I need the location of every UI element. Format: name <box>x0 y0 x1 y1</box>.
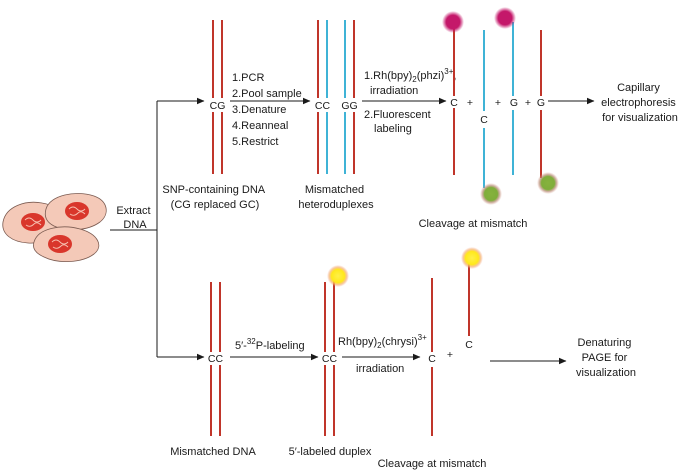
cleavage-label-bottom: Cleavage at mismatch <box>378 458 487 470</box>
extract-dna-label: Extract DNA <box>116 205 153 231</box>
labeled-duplex: CC <box>322 265 349 436</box>
labeling-step-label: 5′-32P-labeling <box>235 337 305 352</box>
branch-connector <box>110 97 205 361</box>
fragment-g1: G <box>510 97 518 109</box>
mismatched-duplex-bases: CC <box>208 353 224 365</box>
irradiation-top-label: irradiation <box>370 85 418 97</box>
labeled-duplex-caption: 5′-labeled duplex <box>289 446 372 458</box>
yellow-label-dot <box>461 247 483 269</box>
heteroduplex-bases-right: GG <box>341 100 357 112</box>
snp-dna-caption: SNP-containing DNA (CG replaced GC) <box>162 184 267 211</box>
snp-duplex: CG <box>210 20 226 174</box>
fragment-c2: C <box>480 114 488 126</box>
cell-icon <box>33 226 100 262</box>
heteroduplex-pair: CC GG <box>315 20 358 174</box>
mismatched-duplex: CC <box>208 282 224 436</box>
fragment-c1: C <box>450 97 458 109</box>
plus-sign: + <box>495 97 501 109</box>
heteroduplex-bases-left: CC <box>315 100 331 112</box>
capillary-result-label: Capillary electrophoresis for visualizat… <box>601 82 679 124</box>
irradiation-bottom-label: irradiation <box>356 363 404 375</box>
reagent-bottom-label: Rh(bpy)2(chrysi)3+ <box>338 333 427 350</box>
reagent-top-label: 1.Rh(bpy)2(phzi)3+, <box>364 67 456 84</box>
plus-sign: + <box>467 97 473 109</box>
snp-duplex-bases: CG <box>210 100 226 112</box>
fragment-c1: C <box>428 353 436 365</box>
magenta-label-dot <box>442 11 464 33</box>
mismatched-dna-caption: Mismatched DNA <box>170 446 256 458</box>
green-label-dot <box>480 183 502 205</box>
page-result-label: Denaturing PAGE for visualization <box>576 337 636 379</box>
plus-sign: + <box>525 97 531 109</box>
yellow-label-dot <box>327 265 349 287</box>
cell-icon <box>44 193 107 231</box>
green-label-dot <box>537 172 559 194</box>
cells-illustration <box>2 193 107 262</box>
fragment-g2: G <box>537 97 545 109</box>
plus-sign: + <box>447 349 453 361</box>
magenta-label-dot <box>494 7 516 29</box>
fluorescent-labeling-label: 2.Fluorescent labeling <box>364 109 434 135</box>
heteroduplex-caption: Mismatched heteroduplexes <box>298 184 374 211</box>
step-list-top: 1.PCR 2.Pool sample 3.Denature 4.Reannea… <box>232 72 305 148</box>
cleaved-fragments-bottom: C + C <box>428 247 483 436</box>
fragment-c2: C <box>465 339 473 351</box>
cleavage-label-top: Cleavage at mismatch <box>419 218 528 230</box>
labeled-duplex-bases: CC <box>322 353 338 365</box>
cleaved-fragments-top: C + C + G + G <box>442 7 559 205</box>
